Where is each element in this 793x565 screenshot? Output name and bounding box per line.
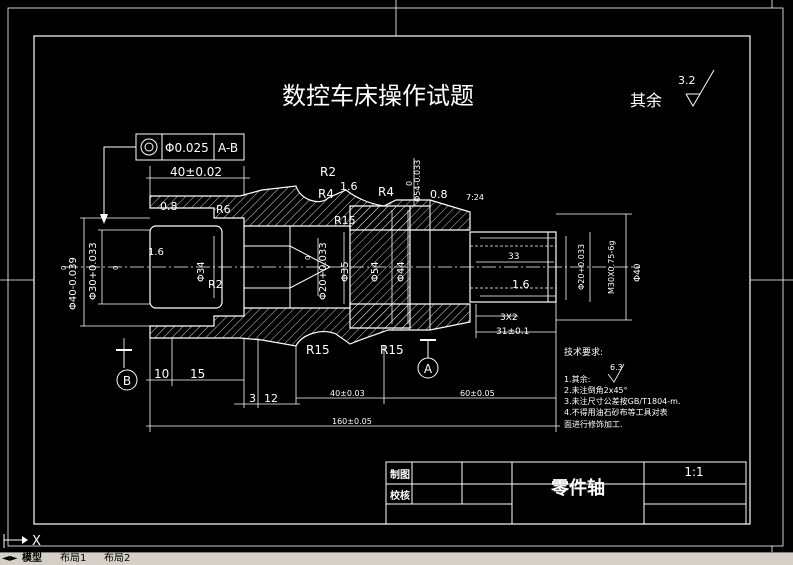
checked-label: 校核 [390,489,410,502]
datum-b-label: B [123,374,131,388]
dim-id30-sup: 0 [112,266,120,270]
concentricity-icon [140,138,158,156]
dim-d44: Φ44 [396,261,407,282]
tech-heading: 技术要求: [564,346,603,358]
dim-len-60: 60±0.05 [460,389,495,398]
dim-taper: 7:24 [466,193,484,202]
dim-chamfer-3x2: 3X2 [500,313,518,323]
tech-requirements: 技术要求: 6.3 1.其余: 2.未注倒角2x45° 3.未注尺寸公差按GB/… [564,346,680,429]
dimension-labels: 40±0.02 R2 R4 1.6 R4 Φ54-0.033 0 0.8 7:2… [60,160,643,426]
shaft-section [149,185,557,347]
tolerance-value: Φ0.025 [165,141,209,155]
dim-d35: Φ35 [340,261,351,282]
tech-item-2: 2.未注倒角2x45° [564,385,628,395]
dim-d54-top-sup: 0 [405,181,414,186]
dim-d54-top: Φ54-0.033 [413,160,422,202]
tech-item-3: 3.未注尺寸公差按GB/T1804-m. [564,396,680,406]
tab-model[interactable]: 模型 [22,553,42,564]
paper-border [7,7,784,547]
scale-value: 1:1 [684,465,703,479]
dim-od40: Φ40-0.039 [68,257,79,310]
dim-r2-top: R2 [320,165,336,179]
dim-len-15: 15 [190,367,205,381]
dim-id20: Φ20+0.033 [318,242,329,300]
tab-nav-arrows[interactable]: ◄► [2,553,18,564]
dim-len-12: 12 [264,392,278,405]
tech-item-1: 1.其余: [564,374,590,384]
dim-d54: Φ54 [370,261,381,282]
dim-id20-sup: 0 [304,256,312,260]
tolerance-frame[interactable]: Φ0.025 A-B [100,133,245,224]
dim-r15-mid: R15 [334,214,356,227]
dim-len-10: 10 [154,367,169,381]
dim-d40-right: Φ40 [633,263,643,282]
dim-len-40-03: 40±0.03 [330,389,365,398]
dim-r6: R6 [216,203,231,216]
tech-item-4: 4.不得用油石砂布等工具对表 [564,407,668,417]
tech-roughness: 6.3 [610,363,623,372]
ucs-icon: X [3,534,41,549]
datum-a-label: A [424,362,433,376]
dim-rough-1-6-thread: 1.6 [512,278,530,291]
drawing-title: 数控车床操作试题 [282,82,474,110]
dim-id30: Φ30+0.033 [88,242,99,300]
title-block: 制图 校核 零件轴 1:1 [385,461,747,525]
dim-r2-inner: R2 [208,278,223,291]
tab-layout-1[interactable]: 布局1 [60,553,87,564]
dim-len-3: 3 [249,392,256,405]
tab-layout-2[interactable]: 布局2 [104,553,131,564]
dim-40-02: 40±0.02 [170,165,222,179]
tolerance-datum: A-B [218,141,238,155]
roughness-value: 3.2 [678,74,696,87]
part-name: 零件轴 [550,477,605,499]
layout-tabbar: ◄► 模型 布局1 布局2 [0,552,793,565]
roughness-label: 其余 [630,91,662,110]
datum-b: B [116,349,138,391]
dim-chamfer-right: 0.8 [430,188,448,201]
dim-len-31: 31±0.1 [496,327,529,337]
dim-od40-sup: 0 [60,266,68,270]
dim-thread-bore: Φ20+0.033 [577,244,586,290]
dim-rough-1-6-left: 1.6 [148,247,164,258]
dim-r15-left: R15 [306,343,330,357]
drawing-canvas[interactable]: 数控车床操作试题 其余 3.2 Φ0.025 A-B [0,0,793,552]
dim-thread: M30X0.75-6g [607,241,616,294]
dim-chamfer-left: 0.8 [160,200,178,213]
dim-rough-1-6-top: 1.6 [340,180,358,193]
dim-r4-right: R4 [378,185,394,199]
dim-r15-right: R15 [380,343,404,357]
datum-a: A [417,339,439,379]
ucs-x-label: X [32,534,41,549]
tech-item-5: 面进行修饰加工. [564,419,623,429]
dim-r4-left: R4 [318,187,334,201]
drawn-label: 制图 [390,468,410,481]
dim-len-33: 33 [508,252,519,262]
dim-len-160: 160±0.05 [332,417,372,426]
roughness-note: 其余 3.2 [630,69,715,110]
dim-id34: Φ34 [196,261,207,282]
